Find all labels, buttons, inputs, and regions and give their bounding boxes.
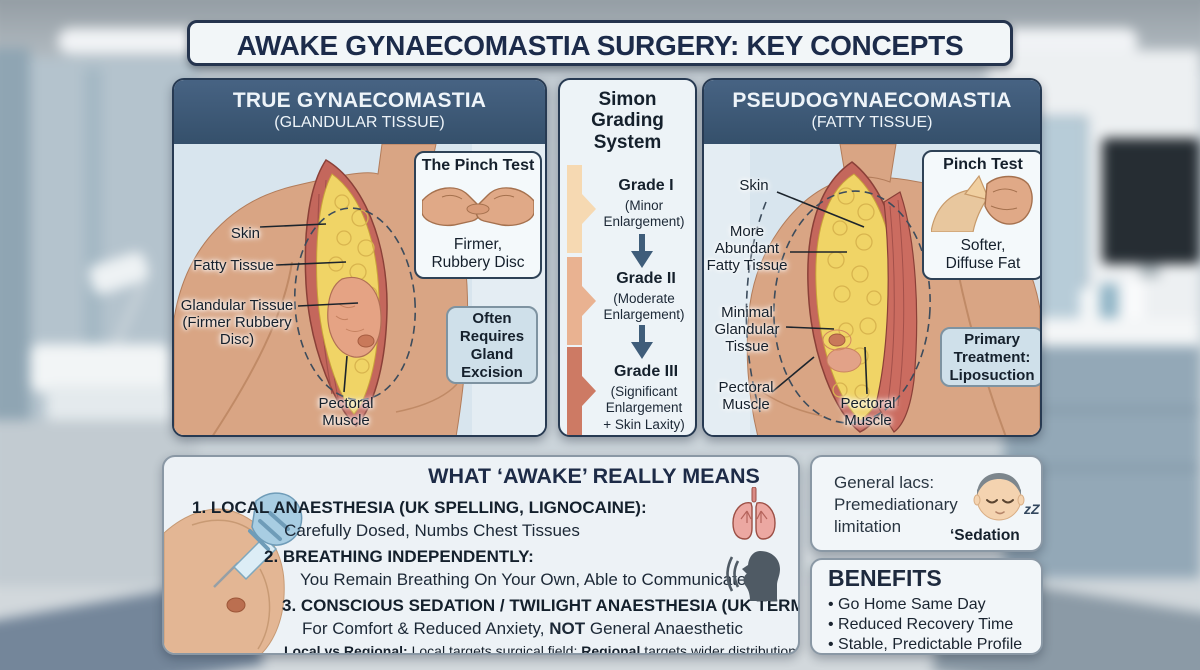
sedation-info-box: General lacs: Premediationary limitation… xyxy=(810,455,1043,552)
awake-item1-title: 1. LOCAL ANAESTHESIA (UK SPELLING, LIGNO… xyxy=(192,498,647,517)
pinch-test-title: The Pinch Test xyxy=(421,157,535,174)
awake-footnote: Local vs Regional: Local targets surgica… xyxy=(284,643,796,655)
true-gyno-header: TRUE GYNAECOMASTIA (GLANDULAR TISSUE) xyxy=(174,80,545,144)
grade2-detail: (Moderate Enlargement) xyxy=(603,291,685,323)
true-gyno-subtitle: (GLANDULAR TISSUE) xyxy=(274,114,445,131)
label-glandular-tissue: Glandular Tissue (Firmer Rubbery Disc) xyxy=(180,297,294,348)
grade1-chevron xyxy=(567,165,596,253)
label-skin: Skin xyxy=(739,177,769,194)
panel-true-gynaecomastia: TRUE GYNAECOMASTIA (GLANDULAR TISSUE) xyxy=(172,78,547,437)
benefits-title: BENEFITS xyxy=(828,565,942,591)
panel-what-awake-means: WHAT ‘AWAKE’ REALLY MEANS 1. LOCAL ANAES… xyxy=(162,455,800,655)
label-pectoral-muscle-center: Pectoral Muscle xyxy=(840,395,896,429)
gland-excision-note: Often Requires Gland Excision xyxy=(446,306,538,384)
wall-monitor xyxy=(1102,138,1200,264)
awake-item2-title: 2. BREATHING INDEPENDENTLY: xyxy=(264,547,534,566)
label-pectoral-muscle: Pectoral Muscle xyxy=(318,395,374,429)
grade3-detail: (Significant Enlargement + Skin Laxity) xyxy=(603,384,685,432)
liposuction-note: Primary Treatment: Liposuction xyxy=(940,327,1040,387)
sedation-text: General lacs: Premediationary limitation xyxy=(834,473,958,537)
label-skin: Skin xyxy=(230,225,260,242)
down-arrow-icon xyxy=(631,325,653,359)
pinch-hands-icon xyxy=(421,187,535,227)
syringe-injection-illustration xyxy=(164,492,303,653)
pinch-test-box: The Pinch Test Firmer, Rubbery Disc xyxy=(414,151,542,279)
zz-sleep-glyph: zZ xyxy=(1024,501,1040,517)
lungs-icon xyxy=(732,487,776,540)
down-arrow-icon xyxy=(631,234,653,268)
page-title: AWAKE GYNAECOMASTIA SURGERY: KEY CONCEPT… xyxy=(236,30,964,61)
benefit-item: • Reduced Recovery Time xyxy=(828,616,1014,633)
awake-heading: WHAT ‘AWAKE’ REALLY MEANS xyxy=(428,464,760,488)
grade1-detail: (Minor Enlargement) xyxy=(603,198,685,230)
pseudo-gyno-header: PSEUDOGYNAECOMASTIA (FATTY TISSUE) xyxy=(704,80,1040,144)
panel-pseudogynaecomastia: PSEUDOGYNAECOMASTIA (FATTY TISSUE) xyxy=(702,78,1042,437)
sleeping-face-icon xyxy=(973,473,1025,521)
awake-item2-sub: You Remain Breathing On Your Own, Able t… xyxy=(300,570,747,589)
pinch-test-caption: Softer, Diffuse Fat xyxy=(945,237,1021,272)
panel-simon-grading: Simon Grading System Grade I (Minor Enla… xyxy=(558,78,697,437)
sedation-caption: ‘Sedation xyxy=(950,527,1020,544)
true-gyno-title: TRUE GYNAECOMASTIA xyxy=(232,89,487,112)
pinch-test-box: Pinch Test Softer, Diffuse Fat xyxy=(922,150,1040,280)
grade1-name: Grade I xyxy=(618,177,674,194)
true-gyno-anatomy-illustration xyxy=(174,144,545,435)
label-more-abundant-fatty: More Abundant Fatty Tissue xyxy=(706,223,788,274)
awake-item3-sub: For Comfort & Reduced Anxiety, NOT Gener… xyxy=(302,619,743,638)
grading-title: Simon Grading System xyxy=(591,89,664,153)
label-fatty-tissue: Fatty Tissue xyxy=(193,257,274,274)
awake-item1-sub: Carefully Dosed, Numbs Chest Tissues xyxy=(284,521,580,540)
label-minimal-glandular: Minimal Glandular Tissue xyxy=(714,304,780,355)
exam-table xyxy=(30,344,170,392)
speaking-head-icon xyxy=(726,551,780,601)
grade2-chevron xyxy=(567,257,596,345)
label-pectoral-muscle-left: Pectoral Muscle xyxy=(718,379,774,413)
grade2-name: Grade II xyxy=(616,270,676,287)
grade3-name: Grade III xyxy=(613,363,679,380)
awake-item3-title: 3. CONSCIOUS SEDATION / TWILIGHT ANAESTH… xyxy=(282,596,800,615)
pinch-skinfold-icon xyxy=(930,174,1033,233)
main-title-bar: AWAKE GYNAECOMASTIA SURGERY: KEY CONCEPT… xyxy=(187,20,1013,66)
benefit-item: • Go Home Same Day xyxy=(828,596,986,613)
pseudo-gyno-subtitle: (FATTY TISSUE) xyxy=(811,114,933,131)
benefit-item: • Stable, Predictable Profile xyxy=(828,636,1023,653)
benefits-box: BENEFITS • Go Home Same Day • Reduced Re… xyxy=(810,558,1043,655)
pinch-test-title: Pinch Test xyxy=(943,156,1023,173)
grade3-chevron xyxy=(567,347,596,435)
pseudo-gyno-title: PSEUDOGYNAECOMASTIA xyxy=(732,89,1012,112)
pinch-test-caption: Firmer, Rubbery Disc xyxy=(431,236,525,271)
